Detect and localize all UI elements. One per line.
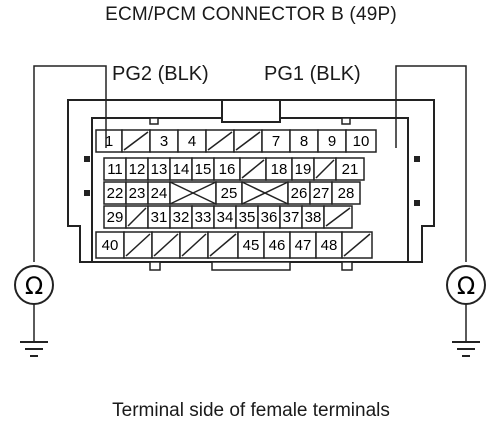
terminal-number: 11 xyxy=(107,161,123,178)
terminal-number: 35 xyxy=(239,209,256,226)
terminal-number: 31 xyxy=(151,209,168,226)
terminal-number: 33 xyxy=(195,209,212,226)
terminal-row-1: 1 3 4 7 8 9 10 xyxy=(95,129,377,153)
terminal-number: 29 xyxy=(107,209,124,226)
peg-right-1 xyxy=(414,156,420,162)
pg1-label: PG1 (BLK) xyxy=(264,63,361,85)
top-tab-right xyxy=(341,117,351,125)
terminal-number: 28 xyxy=(338,185,355,202)
terminal-cell xyxy=(345,129,377,153)
terminal-number: 40 xyxy=(102,237,119,254)
terminal-number: 9 xyxy=(328,133,336,150)
probe-wire-pg2 xyxy=(33,65,107,262)
terminal-number: 4 xyxy=(188,133,196,150)
terminal-number: 8 xyxy=(300,133,308,150)
terminal-number: 7 xyxy=(272,133,280,150)
terminal-cell xyxy=(289,231,317,259)
terminal-cell xyxy=(263,231,291,259)
diagram-caption: Terminal side of female terminals xyxy=(112,400,390,421)
terminal-number: 48 xyxy=(321,237,338,254)
bottom-key-left xyxy=(149,261,161,271)
bottom-key-right xyxy=(341,261,353,271)
terminal-number: 34 xyxy=(217,209,234,226)
terminal-number: 38 xyxy=(305,209,322,226)
terminal-number: 32 xyxy=(173,209,190,226)
terminal-number: 1 xyxy=(105,133,113,150)
terminal-number: 27 xyxy=(313,185,330,202)
connector-latch xyxy=(221,99,281,123)
unused-slash-mark xyxy=(125,233,151,257)
probe-wire-pg1 xyxy=(395,65,467,262)
terminal-number: 37 xyxy=(283,209,300,226)
terminal-number: 13 xyxy=(151,161,168,178)
ohm-symbol-right: Ω xyxy=(457,272,475,300)
terminal-number: 19 xyxy=(295,161,312,178)
terminal-number: 18 xyxy=(271,161,288,178)
peg-left-1 xyxy=(84,156,90,162)
unused-slash-mark xyxy=(325,207,351,227)
ground-icon-right xyxy=(452,341,480,357)
terminal-number: 21 xyxy=(342,161,359,178)
terminal-number: 46 xyxy=(269,237,286,254)
unused-slash-mark xyxy=(123,131,149,151)
blocked-cross-mark xyxy=(241,181,289,205)
terminal-row-5: 40 45 46 47 48 xyxy=(95,231,373,259)
blocked-cross-mark xyxy=(169,181,217,205)
terminal-number: 10 xyxy=(353,133,370,150)
diagram-title: ECM/PCM CONNECTOR B (49P) xyxy=(105,4,397,25)
unused-slash-mark xyxy=(127,207,147,227)
terminal-number: 16 xyxy=(219,161,236,178)
terminal-cell xyxy=(237,231,265,259)
terminal-number: 23 xyxy=(129,185,146,202)
pg2-label: PG2 (BLK) xyxy=(112,63,209,85)
terminal-number: 24 xyxy=(151,185,168,202)
ground-icon-left xyxy=(20,341,48,357)
terminal-number: 22 xyxy=(107,185,124,202)
terminal-number: 25 xyxy=(221,185,238,202)
terminal-number: 36 xyxy=(261,209,278,226)
terminal-number: 12 xyxy=(129,161,146,178)
unused-slash-mark xyxy=(235,131,261,151)
terminal-number: 47 xyxy=(295,237,312,254)
terminal-cell xyxy=(331,181,361,205)
unused-slash-mark xyxy=(343,233,371,257)
terminal-cell xyxy=(315,231,343,259)
terminal-number: 3 xyxy=(160,133,168,150)
unused-slash-mark xyxy=(315,159,335,179)
unused-slash-mark xyxy=(209,233,237,257)
terminal-number: 14 xyxy=(173,161,190,178)
terminal-row-4: 29 31 32 33 34 35 36 37 38 xyxy=(103,205,353,229)
ohm-symbol-left: Ω xyxy=(25,272,43,300)
unused-slash-mark xyxy=(181,233,207,257)
bottom-key-center xyxy=(211,261,291,271)
terminal-row-3: 22 23 24 25 26 27 28 xyxy=(103,181,361,205)
terminal-number: 45 xyxy=(243,237,260,254)
terminal-number: 26 xyxy=(291,185,308,202)
terminal-cell xyxy=(335,157,365,181)
unused-slash-mark xyxy=(153,233,179,257)
unused-slash-mark xyxy=(207,131,233,151)
terminal-number: 15 xyxy=(195,161,212,178)
terminal-row-2: 11 12 13 14 15 16 18 19 21 xyxy=(103,157,365,181)
peg-right-2 xyxy=(414,200,420,206)
unused-slash-mark xyxy=(241,159,265,179)
top-tab-left xyxy=(149,117,159,125)
peg-left-2 xyxy=(84,190,90,196)
